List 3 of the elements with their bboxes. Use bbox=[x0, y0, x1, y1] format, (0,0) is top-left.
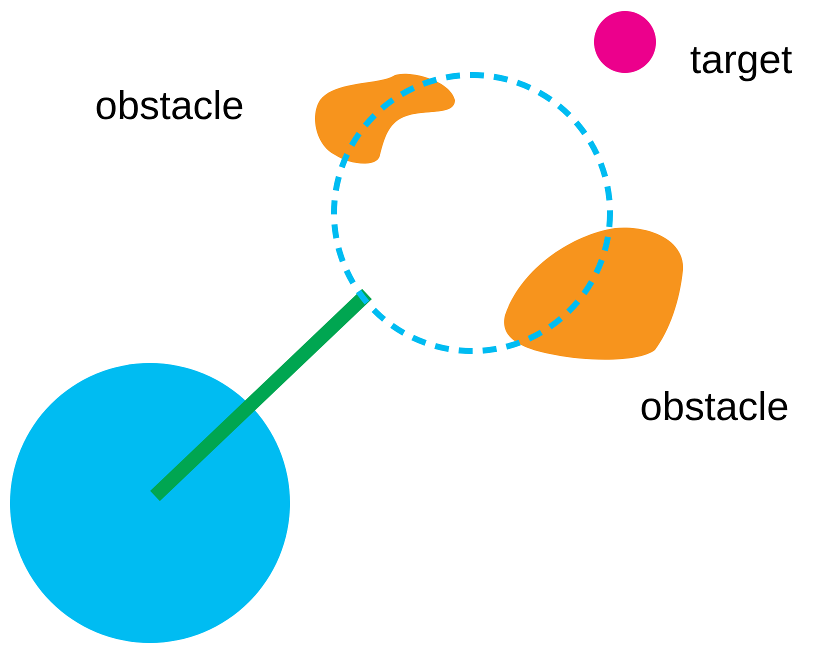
target-label: target bbox=[690, 37, 792, 84]
obstacle-label: obstacle bbox=[95, 83, 244, 130]
obstacle-label: obstacle bbox=[640, 384, 789, 431]
